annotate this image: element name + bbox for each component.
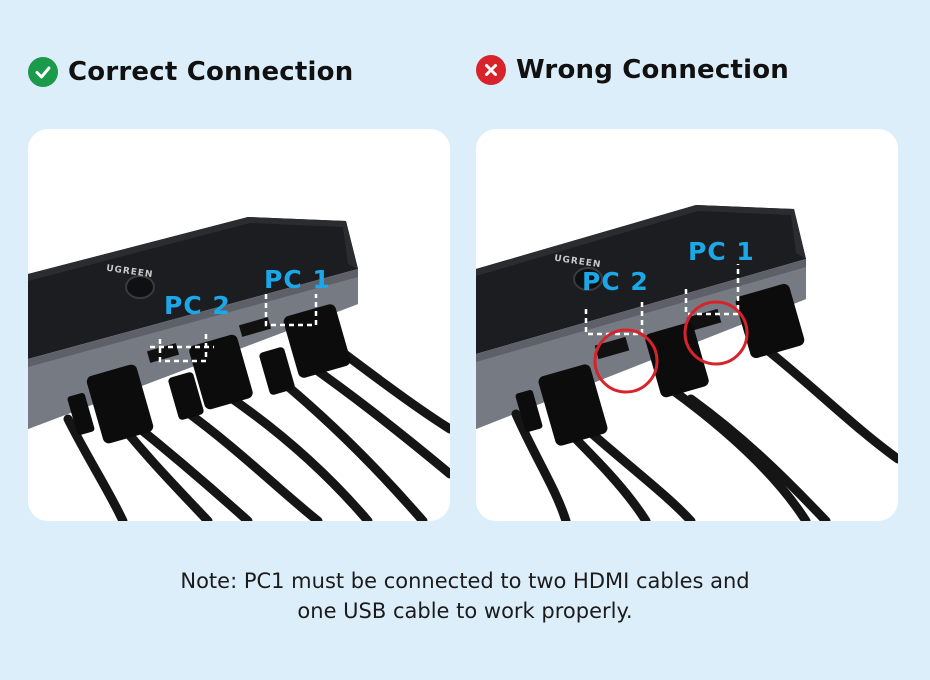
wrong-connection-image: UGREEN PC 2 PC 1 xyxy=(476,129,898,521)
wrong-connection-heading: Wrong Connection xyxy=(476,55,789,85)
correct-connection-heading: Correct Connection xyxy=(28,57,353,87)
correct-connection-title: Correct Connection xyxy=(68,57,354,87)
pc1-label: PC 1 xyxy=(264,265,331,294)
connection-note: Note: PC1 must be connected to two HDMI … xyxy=(0,566,930,626)
check-icon xyxy=(28,57,58,87)
pc2-label: PC 2 xyxy=(164,291,231,320)
kvm-switch-illustration xyxy=(476,205,898,521)
note-line-2: one USB cable to work properly. xyxy=(297,599,633,623)
pc1-label: PC 1 xyxy=(688,237,755,266)
pc2-label: PC 2 xyxy=(582,267,649,296)
cross-icon xyxy=(476,55,506,85)
kvm-switch-illustration xyxy=(28,217,450,521)
note-line-1: Note: PC1 must be connected to two HDMI … xyxy=(180,569,750,593)
correct-connection-image: UGREEN PC 2 PC 1 xyxy=(28,129,450,521)
wrong-connection-title: Wrong Connection xyxy=(516,55,790,85)
